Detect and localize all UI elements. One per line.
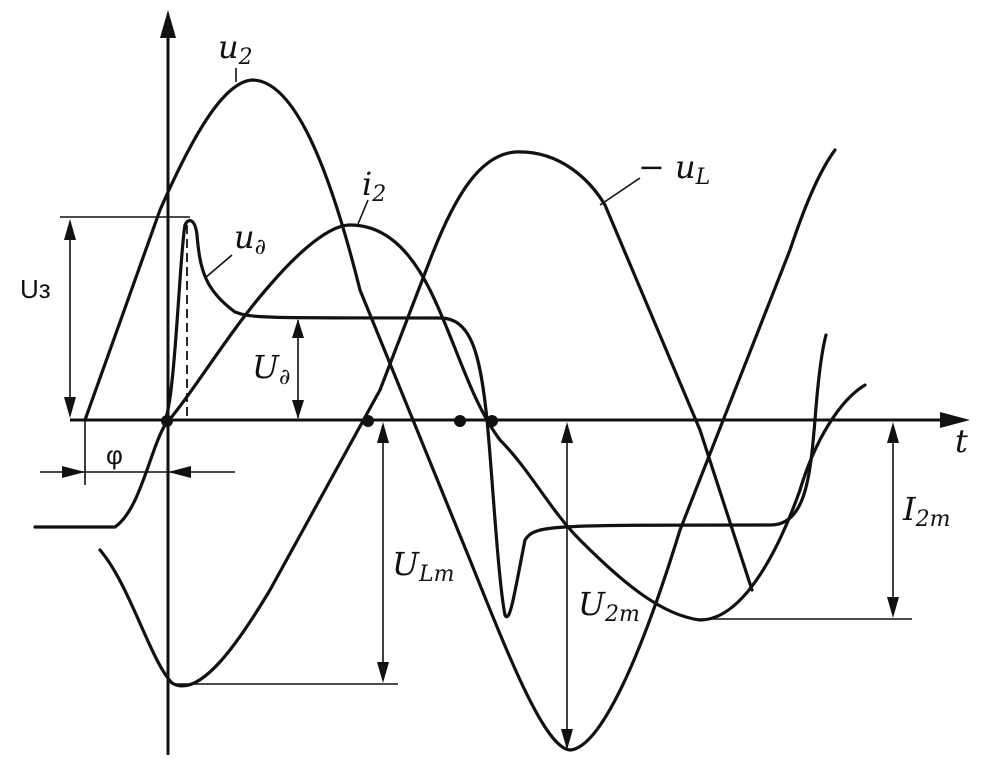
zero-crossing-dot — [161, 415, 173, 427]
ulm-arrow-down-icon — [377, 662, 389, 683]
vertical-axis-arrow-icon — [160, 10, 176, 38]
zero-crossing-dot — [486, 415, 498, 427]
u2m-arrow-up-icon — [561, 422, 573, 443]
u2-label: u2 — [218, 28, 253, 70]
neg-uL-curve — [98, 150, 754, 688]
uz-arrow-up-icon — [64, 219, 76, 240]
i2-curve — [33, 223, 867, 622]
u2m-label: U2m — [578, 585, 640, 627]
ud-leader-line — [204, 254, 233, 279]
neg-uL-label: − uL — [638, 148, 710, 190]
zero-crossing-dot — [454, 415, 466, 427]
i2-label: i2 — [362, 165, 386, 207]
i2m-arrow-up-icon — [887, 422, 899, 443]
uz-arrow-down-icon — [64, 397, 76, 418]
zero-crossing-dot — [362, 415, 374, 427]
ud-label: u∂ — [234, 218, 266, 260]
i2m-arrow-down-icon — [887, 597, 899, 618]
ud-arrow-up-icon — [292, 319, 304, 338]
u2m-arrow-down-icon — [561, 729, 573, 750]
t-axis-label: t — [955, 422, 968, 460]
ud-arrow-down-icon — [292, 400, 304, 419]
i2m-label: I2m — [902, 490, 951, 532]
i2-leader-line — [357, 199, 369, 225]
uz-label: Uз — [20, 274, 51, 304]
u2-curve — [83, 78, 837, 752]
ulm-label: ULm — [392, 545, 454, 587]
phi-label: φ — [106, 440, 123, 470]
phi-arrow-left-icon — [168, 466, 191, 478]
neg-uL-leader-line — [599, 177, 641, 206]
ud-value-label: U∂ — [252, 348, 290, 390]
ud-curve — [163, 219, 828, 619]
ulm-arrow-up-icon — [377, 422, 389, 443]
phi-arrow-right-icon — [62, 466, 85, 478]
time-axis-arrow-icon — [940, 412, 970, 428]
